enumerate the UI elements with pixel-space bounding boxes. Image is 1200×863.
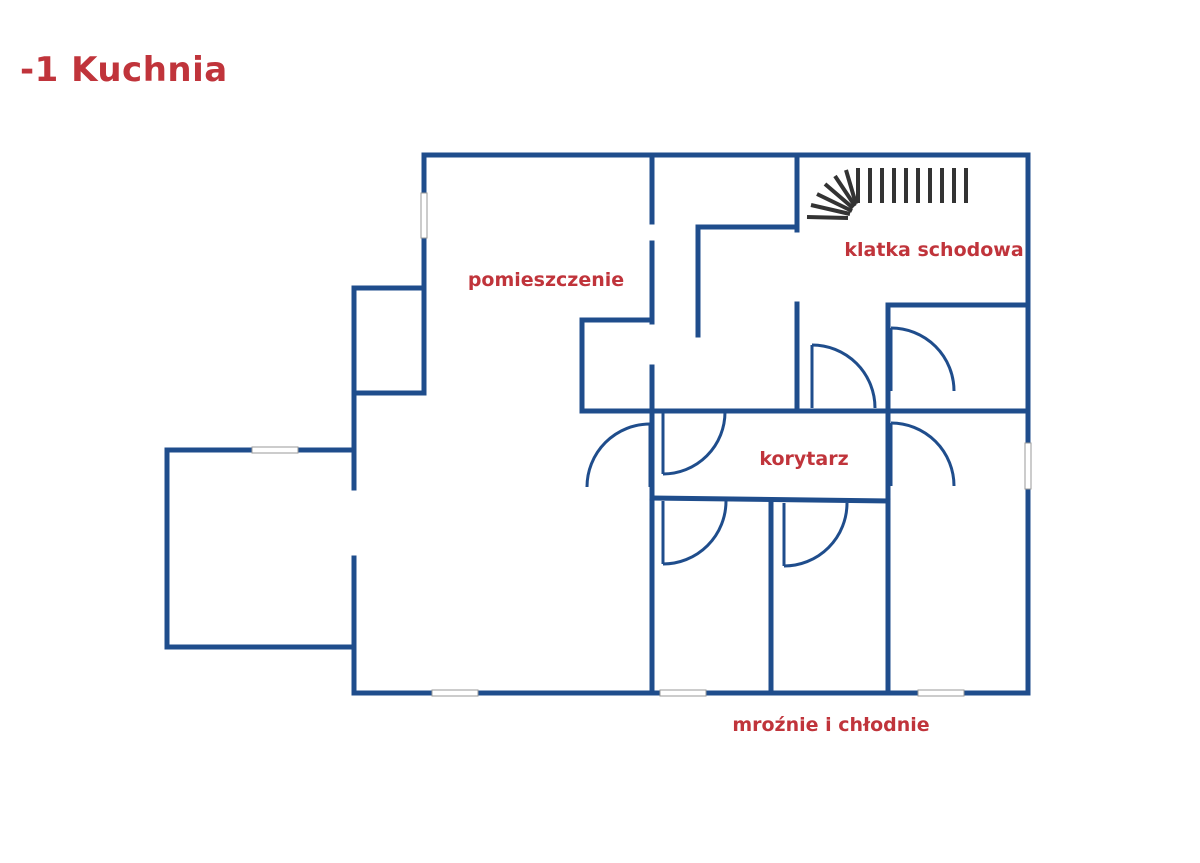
room-label-mroznie-i-chlodnie: mroźnie i chłodnie xyxy=(732,714,929,736)
room-label-klatka-schodowa: klatka schodowa xyxy=(844,239,1023,261)
page-title: -1 Kuchnia xyxy=(20,50,228,90)
door-swing-icon xyxy=(661,411,727,476)
room-label-korytarz: korytarz xyxy=(759,448,848,470)
door-swing-icon xyxy=(889,326,956,392)
room-label-pomieszczenie: pomieszczenie xyxy=(468,269,624,291)
window-icon xyxy=(917,689,965,697)
window-icon xyxy=(1024,442,1032,490)
door-swing-icon xyxy=(810,343,877,409)
spiral-stairs-icon xyxy=(806,168,968,220)
room-labels: pomieszczenie klatka schodowa korytarz m… xyxy=(468,239,1024,736)
door-swing-icon xyxy=(782,502,849,568)
door-swing-icon xyxy=(889,421,956,487)
window-icon xyxy=(420,192,428,239)
doors xyxy=(585,326,956,568)
windows xyxy=(251,192,1032,697)
door-swing-icon xyxy=(661,500,728,566)
window-icon xyxy=(251,446,299,454)
window-icon xyxy=(659,689,707,697)
window-icon xyxy=(431,689,479,697)
door-swing-icon xyxy=(585,422,652,488)
